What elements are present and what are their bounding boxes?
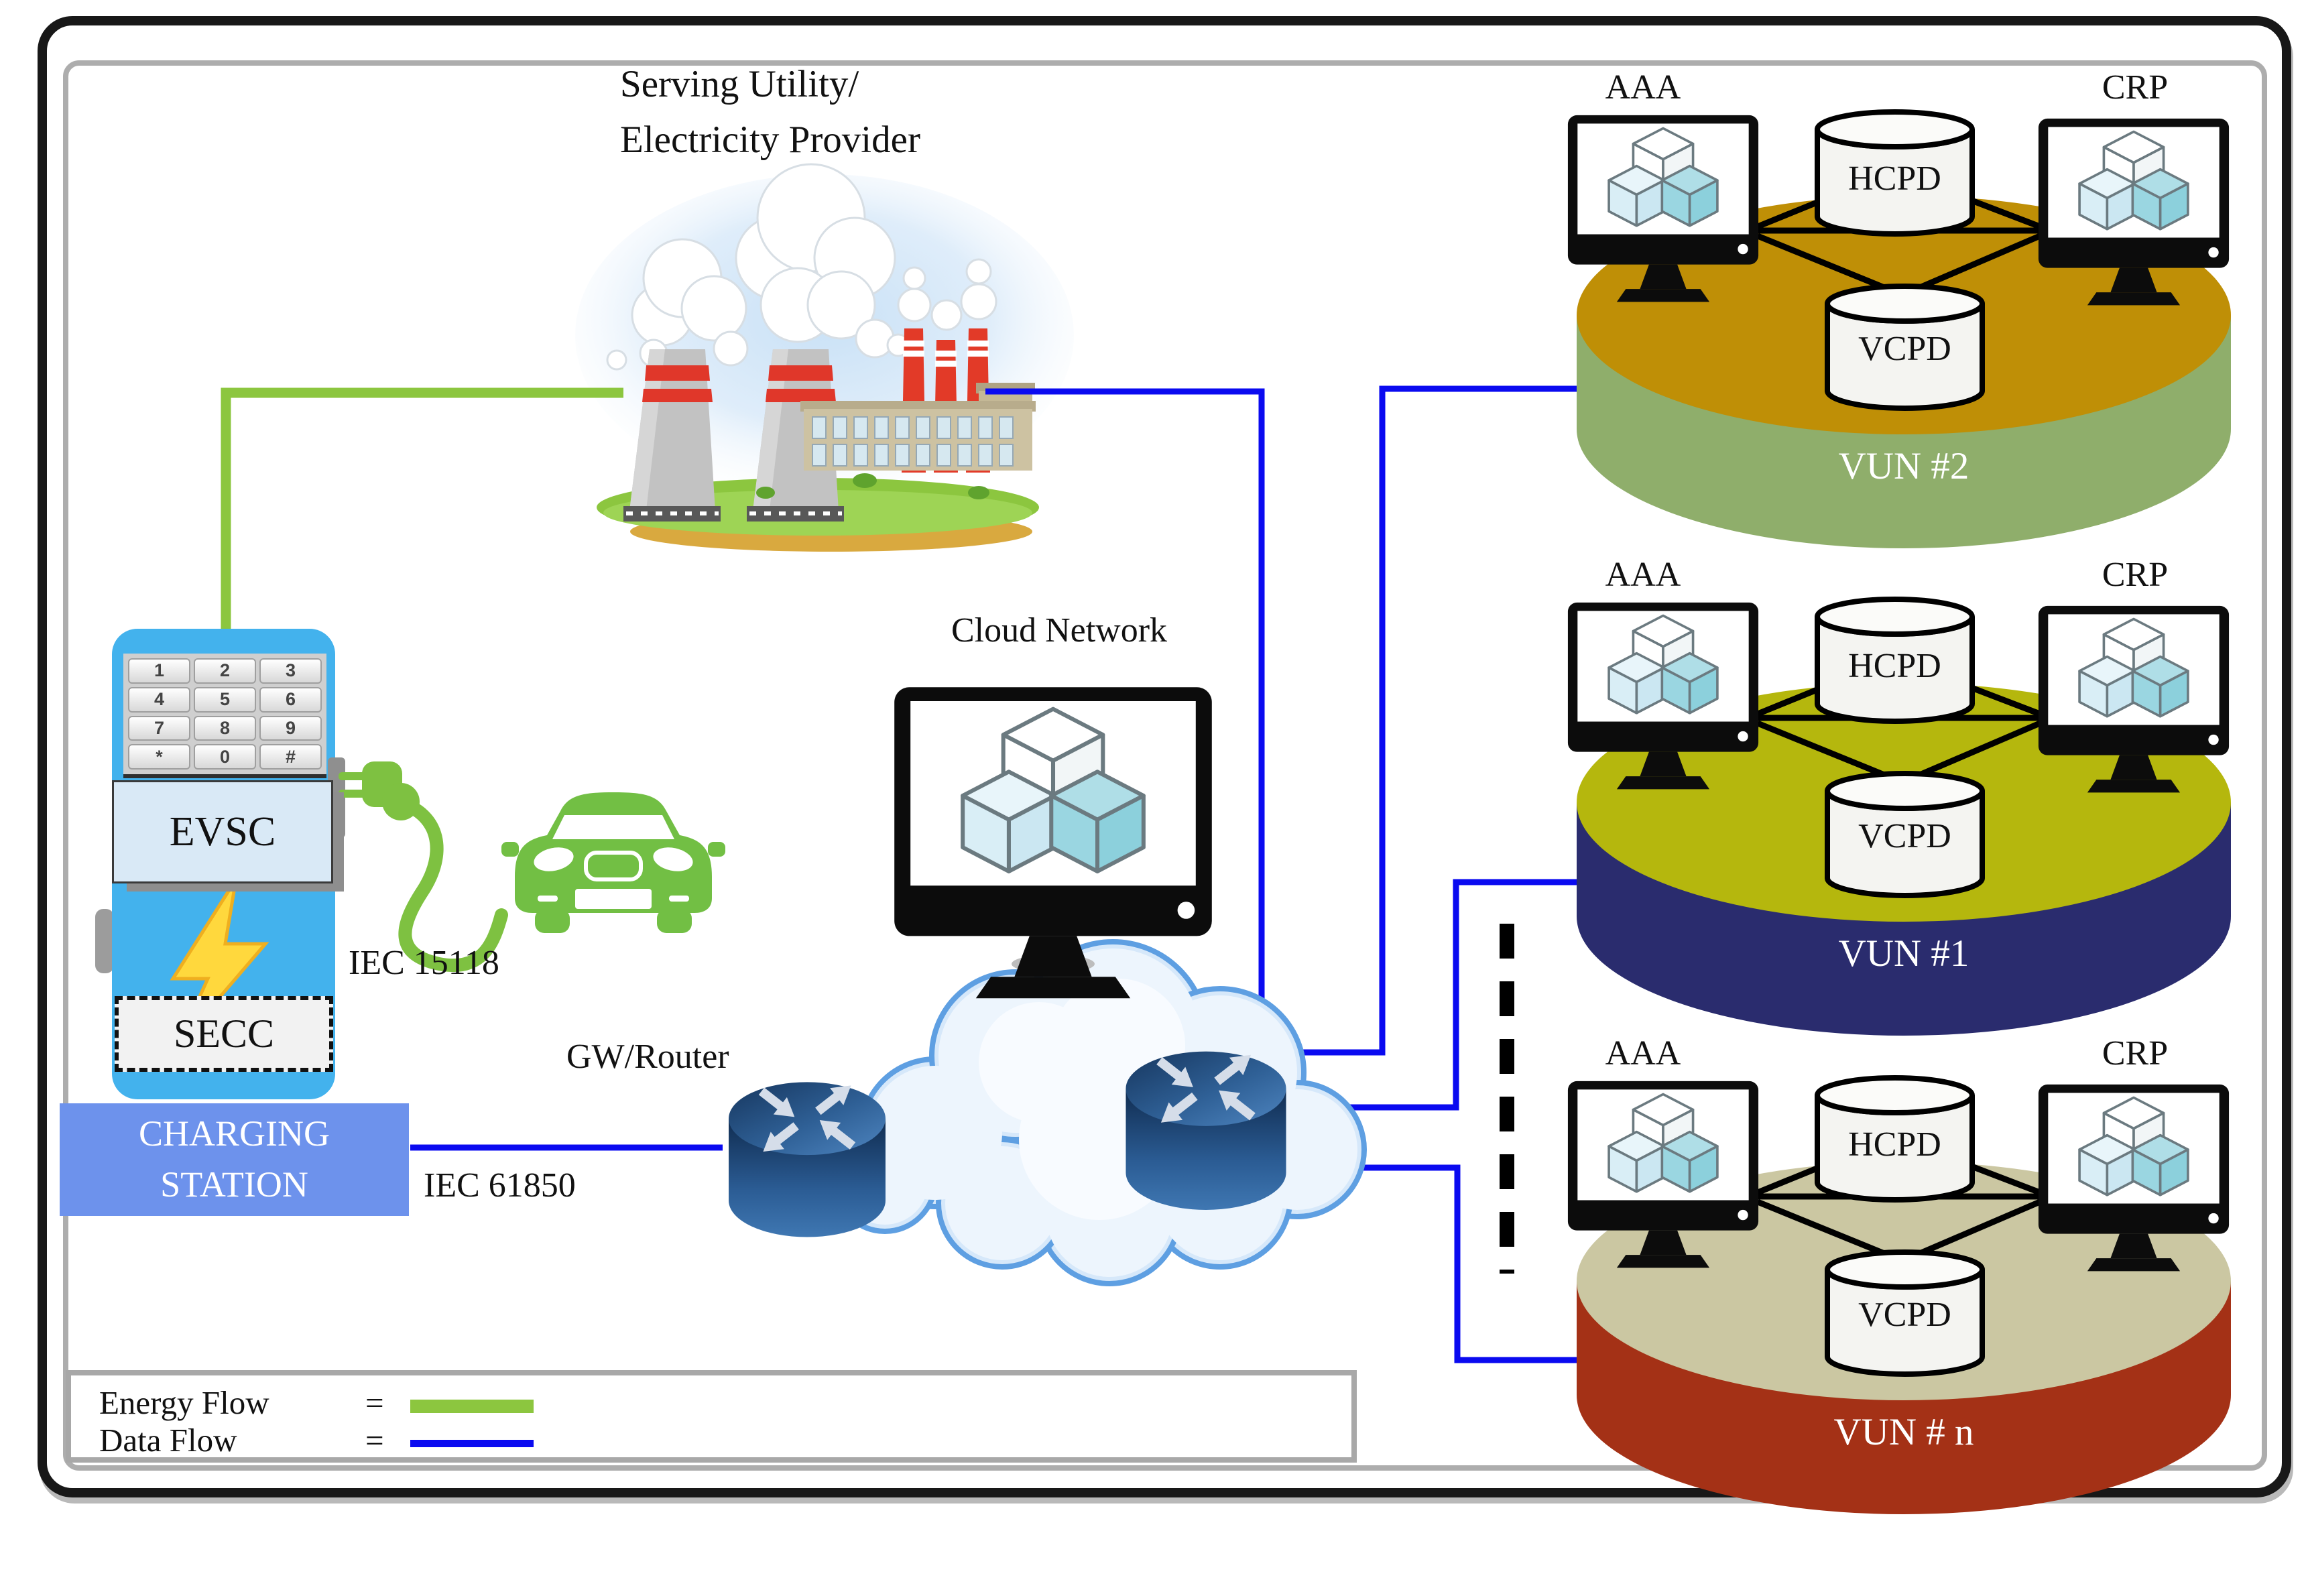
legend-data-label: Data Flow: [99, 1422, 237, 1459]
keypad-key: 8: [194, 715, 256, 741]
power-plant-illustration: [575, 163, 1074, 552]
keypad-key: *: [128, 744, 190, 770]
vun1-aaa-label: AAA: [1605, 556, 1681, 594]
frame-inner: [63, 60, 2267, 1471]
cloud-network-label: Cloud Network: [951, 611, 1168, 650]
cloud-network-server: [894, 687, 1212, 998]
vun1-name-label: VUN #1: [1838, 932, 1969, 975]
legend-data-equals: =: [365, 1422, 384, 1459]
data-flow-lines: [410, 385, 1582, 1363]
legend-energy-swatch: [410, 1400, 534, 1413]
gw-router-label: GW/Router: [566, 1038, 729, 1076]
factory-building: [800, 383, 1036, 471]
vun2-hcpd-label: HCPD: [1848, 160, 1941, 198]
keypad-key: 3: [259, 658, 322, 684]
charging-station-label-line2: STATION: [160, 1164, 308, 1205]
charging-station-label-line1: CHARGING: [138, 1113, 330, 1154]
vun1-vcpd-label: VCPD: [1858, 817, 1951, 855]
vunn-vcpd-label: VCPD: [1858, 1296, 1951, 1334]
vun2-vcpd-label: VCPD: [1858, 330, 1951, 368]
vunn-hcpd-label: HCPD: [1848, 1125, 1941, 1164]
cloud-router-icon: [1126, 1046, 1286, 1210]
plug-icon: [339, 761, 420, 820]
keypad-key: 0: [194, 744, 256, 770]
data-line-vun1-cloud: [1326, 879, 1581, 1111]
gateway-router-icon: [729, 1077, 886, 1237]
data-line-vun2-cloud: [1298, 385, 1578, 1056]
vun-1-platform: [1568, 599, 2231, 1036]
cooling-tower: [623, 349, 721, 521]
evsc-module: EVSC: [112, 780, 333, 883]
bushes: [756, 473, 989, 499]
legend-energy-equals: =: [365, 1384, 384, 1421]
energy-flow-line: [221, 387, 623, 631]
vun-2-platform: [1568, 112, 2231, 548]
keypad-key: 5: [194, 686, 256, 713]
evsc-label: EVSC: [169, 808, 276, 855]
vunn-aaa-label: AAA: [1605, 1034, 1681, 1072]
vun1-crp-label: CRP: [2102, 556, 2169, 594]
vun1-hcpd-label: HCPD: [1848, 647, 1941, 685]
legend-energy-label: Energy Flow: [99, 1384, 269, 1421]
keypad-key: 7: [128, 715, 190, 741]
keypad-key: 9: [259, 715, 322, 741]
vun-n-platform: [1568, 1078, 2231, 1514]
keypad-key: #: [259, 744, 322, 770]
keypad-key: 1: [128, 658, 190, 684]
utility-title-line2: Electricity Provider: [620, 119, 920, 161]
legend-data-swatch: [410, 1440, 534, 1447]
keypad-key: 2: [194, 658, 256, 684]
keypad-key: 4: [128, 686, 190, 713]
vun2-crp-label: CRP: [2102, 68, 2169, 107]
iec-15118-label: IEC 15118: [349, 944, 499, 982]
vunn-crp-label: CRP: [2102, 1034, 2169, 1072]
charging-station-label-box: CHARGING STATION: [60, 1103, 409, 1216]
secc-module: SECC: [115, 996, 333, 1072]
keypad-key: 6: [259, 686, 322, 713]
data-line-vunn-cloud: [1326, 1164, 1582, 1363]
iec-61850-label: IEC 61850: [424, 1166, 576, 1205]
utility-title-line1: Serving Utility/: [620, 63, 859, 105]
data-line-utility-cloud: [985, 388, 1265, 1036]
electric-car-icon: [501, 792, 725, 933]
legend-box: [66, 1370, 1357, 1463]
charging-cable: [339, 761, 508, 973]
station-keypad: 1 2 3 4 5 6 7 8 9 * 0 #: [123, 654, 326, 778]
secc-label: SECC: [173, 1011, 275, 1056]
vun2-name-label: VUN #2: [1838, 445, 1969, 487]
vun2-aaa-label: AAA: [1605, 68, 1681, 107]
vunn-name-label: VUN # n: [1833, 1411, 1974, 1453]
cooling-tower: [747, 349, 844, 521]
steam-clouds: [606, 163, 997, 371]
